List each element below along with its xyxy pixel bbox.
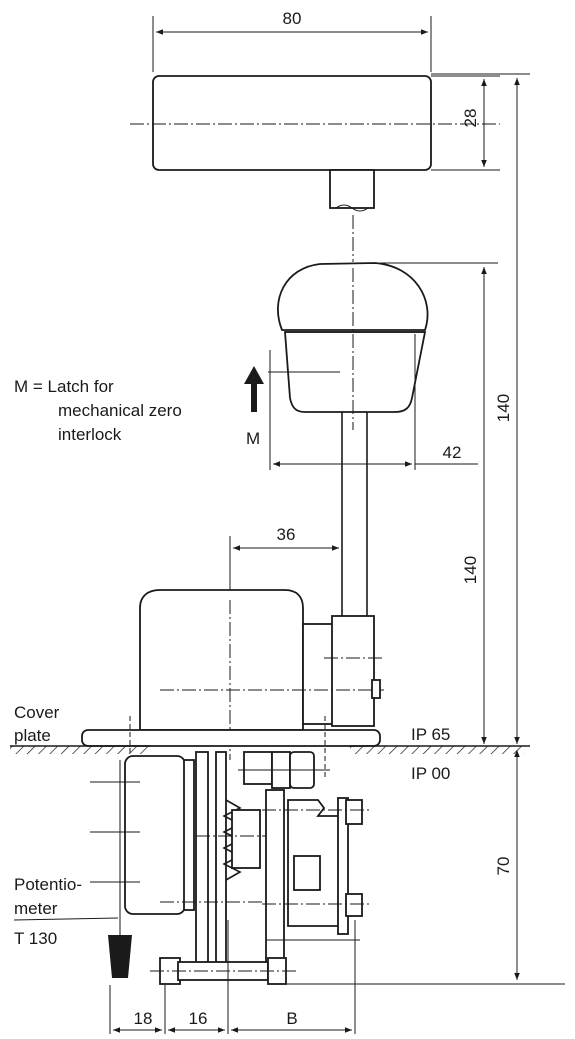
dim-80-label: 80 bbox=[283, 9, 302, 28]
latch-legend-line3: interlock bbox=[58, 425, 122, 444]
top-handle bbox=[130, 75, 500, 212]
dimension-80: 80 bbox=[152, 9, 432, 72]
dim-16-label: 16 bbox=[189, 1009, 208, 1028]
mechanism bbox=[90, 751, 565, 985]
dim-28-label: 28 bbox=[461, 109, 480, 128]
latch-marker-label: M bbox=[246, 429, 260, 448]
cover-plate-label-line2: plate bbox=[14, 726, 51, 745]
lever-shaft bbox=[341, 412, 368, 618]
potentiometer-leader bbox=[13, 917, 119, 921]
bottom-dimensions: 18 16 B bbox=[109, 920, 356, 1034]
dim-18-label: 18 bbox=[134, 1009, 153, 1028]
dimension-28: 28 bbox=[431, 75, 500, 171]
dim-42-label: 42 bbox=[443, 443, 462, 462]
dim-36-label: 36 bbox=[277, 525, 296, 544]
latch-arrow: M bbox=[244, 366, 264, 448]
potentiometer-label-line2: meter bbox=[14, 899, 58, 918]
dim-b-label: B bbox=[286, 1009, 297, 1028]
dimension-36: 36 bbox=[229, 525, 339, 600]
dim-140-total-label: 140 bbox=[494, 394, 513, 422]
dimension-140-total: 140 bbox=[431, 73, 530, 744]
ip65-label: IP 65 bbox=[411, 725, 450, 744]
dim-140-lever-label: 140 bbox=[461, 556, 480, 584]
dim-70-label: 70 bbox=[494, 857, 513, 876]
housing bbox=[139, 589, 384, 760]
dimension-70: 70 bbox=[494, 750, 520, 980]
dimension-140-lever: 140 bbox=[380, 262, 498, 744]
cover-plate bbox=[10, 716, 530, 780]
latch-legend-line2: mechanical zero bbox=[58, 401, 182, 420]
ip00-label: IP 00 bbox=[411, 764, 450, 783]
t130-label: T 130 bbox=[14, 929, 57, 948]
cover-plate-label-line1: Cover bbox=[14, 703, 60, 722]
potentiometer-label-line1: Potentio- bbox=[14, 875, 82, 894]
latch-legend-line1: M = Latch for bbox=[14, 377, 114, 396]
dimension-42: 42 bbox=[269, 334, 478, 470]
latch-legend: M = Latch for mechanical zero interlock bbox=[14, 377, 182, 444]
knob bbox=[268, 262, 429, 430]
